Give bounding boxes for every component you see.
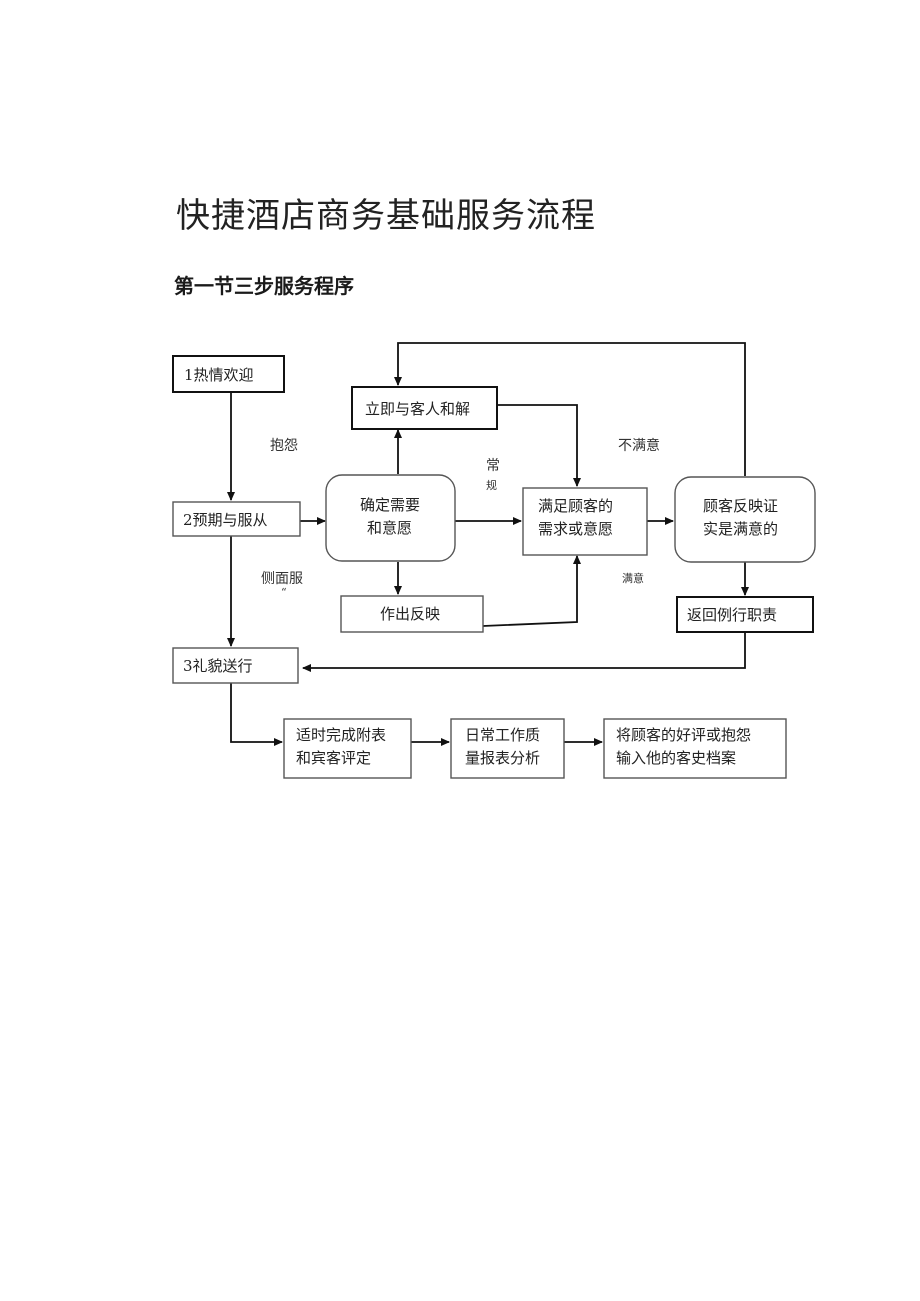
node-satisfy: 满足顾客的 需求或意愿 [522, 487, 648, 556]
label-complaint: 抱怨 [270, 438, 298, 454]
edge-return-farewell [302, 632, 746, 672]
node-anticipate: 2预期与服从 [172, 501, 301, 537]
node-form-label-1: 适时完成附表 [296, 726, 386, 744]
edge-feedback-reconcile [394, 342, 746, 476]
node-archive-label-1: 将顾客的好评或抱怨 [616, 726, 751, 744]
node-analysis: 日常工作质 量报表分析 [450, 718, 565, 779]
node-analysis-label-1: 日常工作质 [465, 726, 540, 744]
edge-farewell-form [230, 683, 283, 746]
label-satisfied: 满意 [622, 571, 644, 585]
node-reconcile: 立即与客人和解 [351, 386, 498, 430]
label-side-service: 侧面服 [261, 571, 303, 587]
node-archive: 将顾客的好评或抱怨 输入他的客史档案 [603, 718, 787, 779]
node-analysis-label-2: 量报表分析 [465, 749, 540, 767]
node-satisfy-label-2: 需求或意愿 [538, 520, 613, 538]
node-confirm-label-2: 和意愿 [367, 519, 412, 537]
node-confirm-label-1: 确定需要 [360, 496, 420, 514]
node-welcome-label: 1热情欢迎 [184, 366, 254, 384]
node-satisfy-label-1: 满足顾客的 [538, 497, 613, 515]
label-side-service-mark: “ [281, 586, 287, 599]
label-routine-2: 规 [486, 478, 497, 492]
node-farewell: 3礼貌送行 [172, 647, 299, 684]
node-feedback-label-1: 顾客反映证 [703, 497, 778, 515]
node-react: 作出反映 [340, 595, 484, 633]
flow-connectors [227, 342, 749, 746]
node-form-label-2: 和宾客评定 [296, 749, 371, 767]
node-reconcile-label: 立即与客人和解 [365, 400, 470, 418]
node-feedback: 顾客反映证 实是满意的 [674, 476, 816, 563]
node-form: 适时完成附表 和宾客评定 [283, 718, 412, 779]
node-archive-label-2: 输入他的客史档案 [616, 749, 736, 767]
edge-react-satisfy [482, 555, 581, 627]
label-routine-1: 常 [486, 458, 500, 474]
node-feedback-label-2: 实是满意的 [703, 520, 778, 538]
node-return-duty: 返回例行职责 [676, 596, 814, 633]
node-welcome: 1热情欢迎 [172, 355, 285, 393]
node-return-duty-label: 返回例行职责 [687, 606, 777, 624]
node-confirm: 确定需要 和意愿 [325, 474, 456, 562]
edge-reconcile-satisfy [497, 404, 581, 487]
node-anticipate-label: 2预期与服从 [183, 511, 268, 529]
node-farewell-label: 3礼貌送行 [183, 657, 253, 675]
node-react-label: 作出反映 [380, 605, 440, 623]
section-subtitle: 第一节三步服务程序 [174, 274, 354, 298]
page-title: 快捷酒店商务基础服务流程 [176, 196, 596, 236]
label-dissatisfied: 不满意 [618, 437, 660, 454]
